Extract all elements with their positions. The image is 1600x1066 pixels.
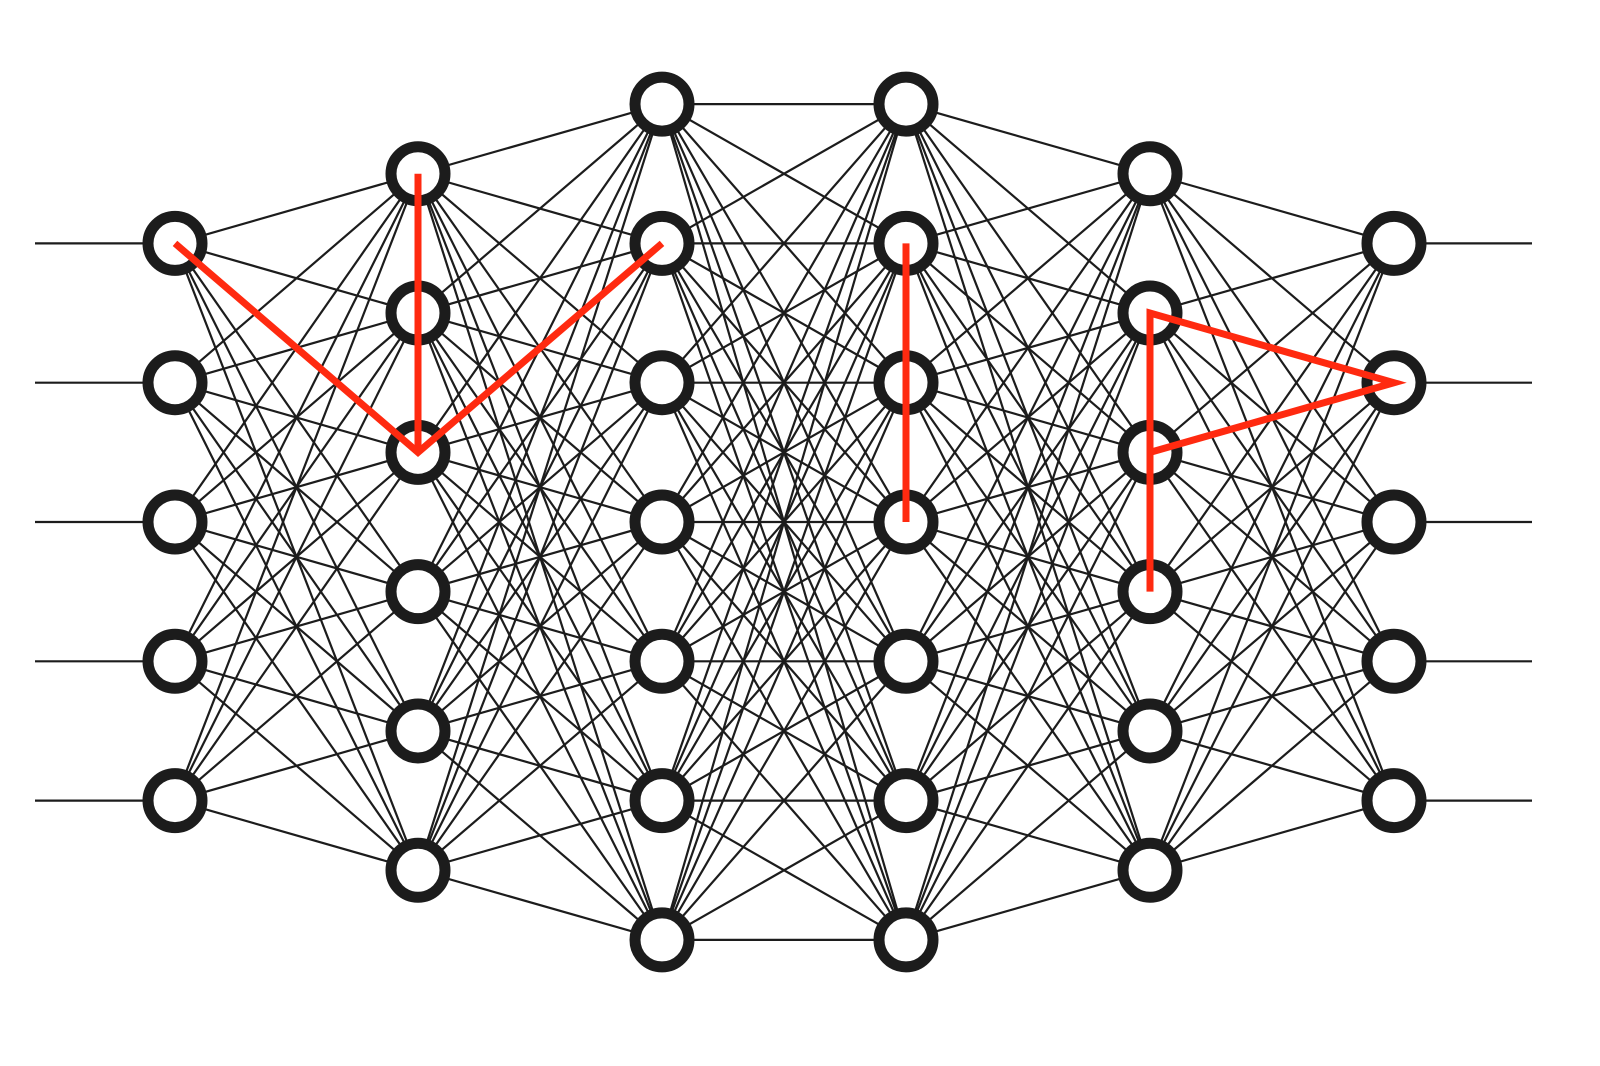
neuron-node-layer-5 [1117,698,1183,764]
edge [905,730,1151,941]
neuron-node-layer-6 [1361,768,1427,834]
edge [174,451,419,802]
edge [660,382,908,941]
edge [417,103,663,453]
edges-layer [173,102,1396,942]
edge [661,799,907,941]
neuron-node-layer-1 [142,489,208,555]
edge [174,173,419,662]
edge [661,521,907,941]
neuron-node-layer-4 [873,907,939,973]
edge [905,103,1151,175]
edge [905,869,1151,941]
neuron-node-layer-1 [142,768,208,834]
edge [905,591,1151,941]
edge [661,103,907,245]
edge [904,312,1152,941]
edge [416,103,664,732]
edge [417,103,663,314]
edge [417,799,663,872]
edge [174,729,419,802]
edge [1149,242,1395,732]
edge [1148,243,1396,871]
edge [1149,799,1395,872]
edge [660,243,908,941]
edge [905,451,1151,941]
highlight-letters-layer [172,173,1407,592]
edge [661,660,907,941]
neuron-node-layer-1 [142,350,208,416]
neuron-node-layer-3 [629,628,695,694]
edge [416,243,664,871]
edge [904,173,1152,801]
edge [1149,172,1395,245]
neuron-node-layer-4 [873,628,939,694]
edge [174,590,419,802]
edge [174,172,419,384]
neuron-node-layer-5 [1117,141,1183,207]
neuron-node-layer-3 [629,71,695,137]
edge [417,103,663,175]
neuron-node-layer-3 [629,907,695,973]
neuron-node-layer-4 [873,768,939,834]
neuron-node-layer-6 [1361,210,1427,276]
edge [905,172,1151,245]
edge [660,103,908,662]
neuron-node-layer-2 [385,698,451,764]
edge [660,103,908,801]
edge [174,172,419,245]
neuron-node-layer-2 [385,837,451,903]
neuron-node-layer-3 [629,489,695,555]
edge [174,799,419,872]
highlight-letter-p [1146,308,1407,592]
edge [905,173,1151,662]
edge [1149,242,1395,315]
neuron-node-layer-6 [1361,489,1427,555]
neuron-node-layer-6 [1361,628,1427,694]
neuron-node-layer-1 [142,628,208,694]
edge [905,172,1151,384]
edge [661,103,907,384]
edge [904,173,1152,941]
neuron-node-layer-2 [385,559,451,625]
neuron-node-layer-5 [1117,837,1183,903]
edge [417,382,663,871]
edge [174,312,419,802]
neuron-node-layer-3 [629,350,695,416]
edge [417,660,663,872]
edge [417,521,663,871]
edge [173,173,420,801]
neuron-node-layer-3 [629,768,695,834]
edge [416,103,664,871]
edge [661,103,907,523]
edge [660,103,908,941]
edge [1149,660,1395,872]
neuron-node-layer-4 [873,71,939,137]
edge [905,173,1151,523]
edge [1149,521,1395,871]
edge [417,869,663,941]
edge [1149,382,1395,871]
